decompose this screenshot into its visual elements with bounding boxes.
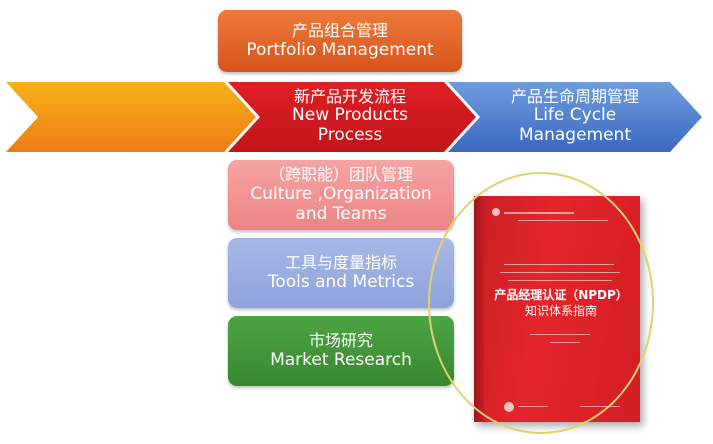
arrow-new-products-process-en: New Products Process xyxy=(292,105,408,146)
arrow-life-cycle-management-cn: 产品生命周期管理 xyxy=(510,86,639,106)
market-en: Market Research xyxy=(270,350,412,371)
arrow-life-cycle-management: 产品生命周期管理 Life Cycle Management xyxy=(482,82,668,152)
tools-en: Tools and Metrics xyxy=(267,272,415,293)
tools-cn: 工具与度量指标 xyxy=(284,252,397,272)
tools-metrics-box: 工具与度量指标 Tools and Metrics xyxy=(228,238,454,308)
market-research-box: 市场研究 Market Research xyxy=(228,316,454,386)
arrow-life-cycle-management-en: Life Cycle Management xyxy=(519,105,631,146)
arrow-new-products-process-shape xyxy=(228,82,476,152)
market-cn: 市场研究 xyxy=(308,330,373,350)
culture-en: Culture ,Organization and Teams xyxy=(250,184,432,225)
arrow-npd-strategy-en: NPD Strategy xyxy=(72,220,188,241)
book-highlight-ring xyxy=(428,172,654,434)
culture-cn: （跨职能）团队管理 xyxy=(268,164,413,184)
culture-teams-box: （跨职能）团队管理 Culture ,Organization and Team… xyxy=(228,160,454,230)
portfolio-en: Portfolio Management xyxy=(246,40,434,61)
arrow-npd-strategy: 新产品开发战略 NPD Strategy xyxy=(40,0,220,444)
arrow-life-cycle-management-shape xyxy=(448,82,702,152)
arrow-new-products-process-cn: 新产品开发流程 xyxy=(293,86,406,106)
arrow-npd-strategy-shape xyxy=(6,82,256,152)
arrow-new-products-process: 新产品开发流程 New Products Process xyxy=(258,82,442,152)
arrow-npd-strategy-cn: 新产品开发战略 xyxy=(73,201,186,221)
portfolio-cn: 产品组合管理 xyxy=(291,20,388,40)
portfolio-management-box: 产品组合管理 Portfolio Management xyxy=(218,10,462,72)
